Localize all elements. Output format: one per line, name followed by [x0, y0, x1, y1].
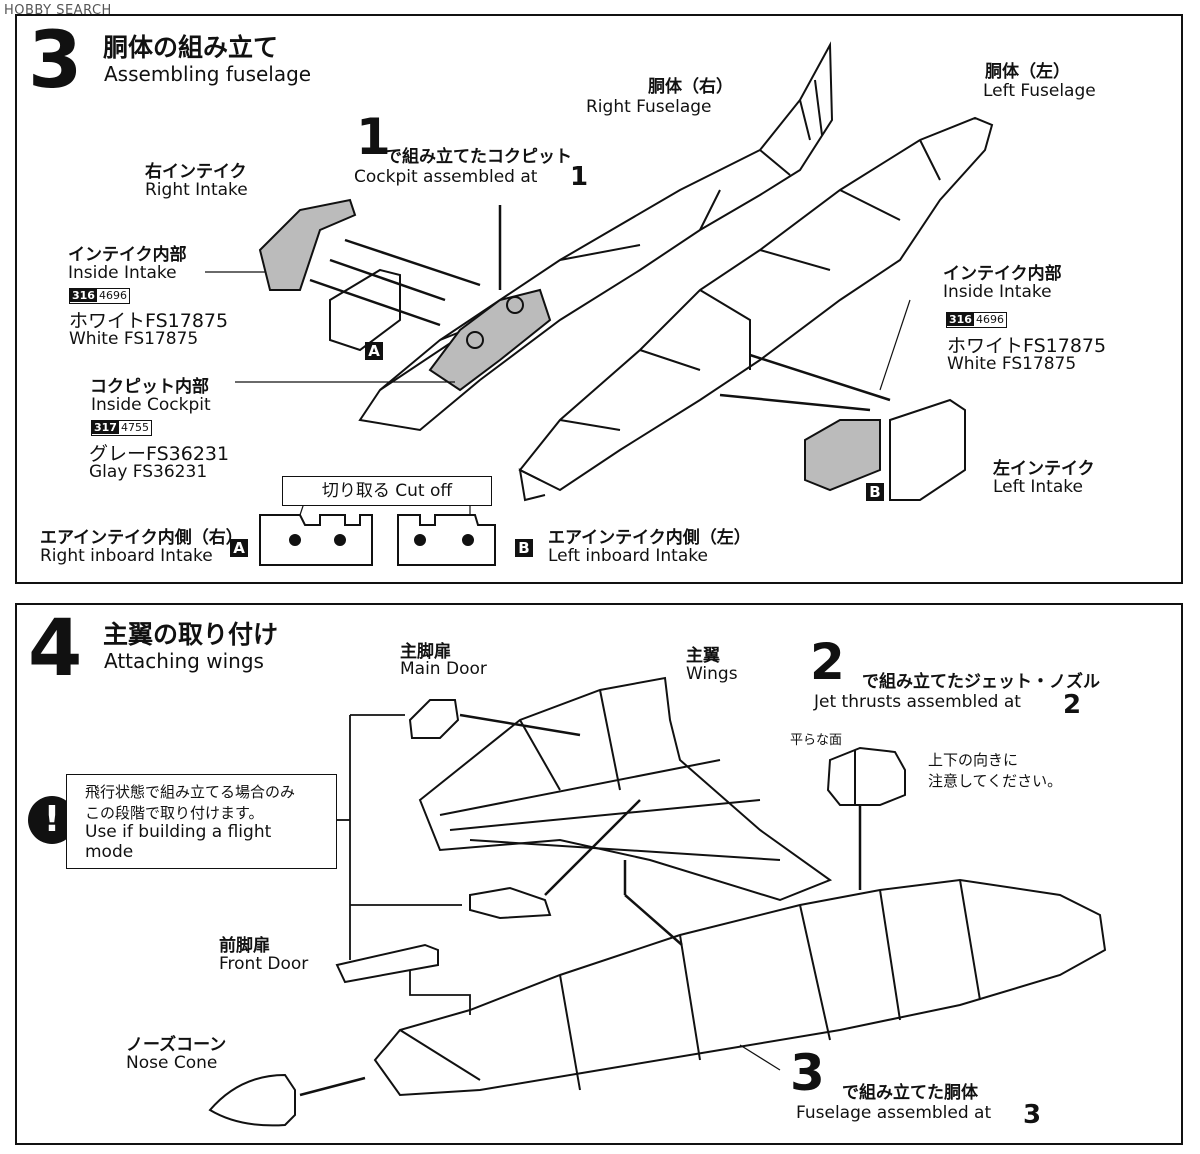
inside-intake-right-en: Inside Intake — [943, 282, 1052, 302]
cockpit-ref-jp: で組み立てたコクピット — [385, 147, 572, 167]
nose-cone-en: Nose Cone — [126, 1053, 218, 1073]
rib-right-en: Right inboard Intake — [40, 546, 213, 566]
fuselage-ref-jp: で組み立てた胴体 — [842, 1083, 978, 1103]
warn-en-1: Use if building a flight — [85, 822, 272, 842]
main-door-jp: 主脚扉 — [400, 642, 451, 662]
inside-cockpit-en: Inside Cockpit — [91, 395, 211, 415]
paint-grey-en: Glay FS36231 — [89, 462, 208, 482]
step4-title-en: Attaching wings — [104, 649, 264, 673]
flight-mode-note-box — [66, 774, 337, 869]
paint-grey-jp: グレーFS36231 — [89, 443, 230, 465]
left-intake-label-en: Left Intake — [993, 477, 1083, 497]
nose-cone-jp: ノーズコーン — [126, 1035, 227, 1055]
jet-ref-en: Jet thrusts assembled at — [814, 692, 1021, 712]
right-fuselage-label-jp: 胴体（右） — [648, 77, 733, 97]
inside-cockpit-jp: コクピット内部 — [90, 377, 209, 397]
left-fuselage-label-en: Left Fuselage — [983, 81, 1096, 101]
step3-number: 3 — [28, 16, 83, 106]
step3-title-en: Assembling fuselage — [104, 62, 312, 86]
warn-jp-2: この段階で取り付けます。 — [85, 804, 264, 822]
orientation-note-2: 注意してください。 — [928, 772, 1063, 790]
jet-ref-jp: で組み立てたジェット・ノズル — [862, 672, 1100, 692]
rib-left-jp: エアインテイク内側（左） — [548, 528, 751, 548]
main-door-en: Main Door — [400, 659, 487, 679]
cut-off-label: 切り取る Cut off — [282, 476, 492, 506]
cockpit-ref-en: Cockpit assembled at — [354, 167, 538, 187]
front-door-jp: 前脚扉 — [219, 936, 270, 956]
jet-ref-number: 2 — [810, 633, 845, 691]
wings-jp: 主翼 — [686, 646, 720, 666]
step4-title-jp: 主翼の取り付け — [103, 620, 279, 649]
warning-icon: ! — [43, 799, 61, 840]
paint-white-left-en: White FS17875 — [69, 329, 199, 349]
paint-white-right-jp: ホワイトFS17875 — [947, 335, 1107, 357]
right-fuselage-label-en: Right Fuselage — [586, 97, 712, 117]
rib-tag-a: A — [230, 539, 248, 557]
cockpit-ref-number: 1 — [356, 108, 391, 166]
right-intake-label-en: Right Intake — [145, 180, 248, 200]
fuselage-ref-number-small: 3 — [1023, 1100, 1042, 1130]
paint-white-right-en: White FS17875 — [947, 354, 1077, 374]
wings-en: Wings — [686, 664, 738, 684]
warn-en-2: mode — [85, 842, 134, 862]
front-door-en: Front Door — [219, 954, 309, 974]
inside-intake-left-en: Inside Intake — [68, 263, 177, 283]
rib-tag-b: B — [515, 539, 533, 557]
part-tag-b: B — [866, 483, 884, 501]
rib-left-en: Left inboard Intake — [548, 546, 708, 566]
right-intake-label-jp: 右インテイク — [145, 162, 247, 182]
left-intake-label-jp: 左インテイク — [993, 459, 1095, 479]
orientation-note-1: 上下の向きに — [928, 751, 1019, 769]
step3-panel — [15, 14, 1183, 584]
paint-white-left-jp: ホワイトFS17875 — [69, 310, 229, 332]
step4-number: 4 — [28, 604, 83, 694]
cockpit-ref-number-small: 1 — [570, 162, 589, 192]
jet-ref-number-small: 2 — [1063, 690, 1082, 720]
inside-intake-right-jp: インテイク内部 — [943, 264, 1062, 284]
flat-face-label: 平らな面 — [790, 733, 843, 748]
fuselage-ref-number: 3 — [790, 1044, 825, 1102]
step3-title-jp: 胴体の組み立て — [103, 33, 279, 62]
left-fuselage-label-jp: 胴体（左） — [985, 62, 1070, 82]
warn-jp-1: 飛行状態で組み立てる場合のみ — [85, 783, 296, 801]
rib-right-jp: エアインテイク内側（右） — [40, 528, 243, 548]
fuselage-ref-en: Fuselage assembled at — [796, 1103, 992, 1123]
inside-intake-left-jp: インテイク内部 — [68, 245, 187, 265]
part-tag-a: A — [365, 342, 383, 360]
